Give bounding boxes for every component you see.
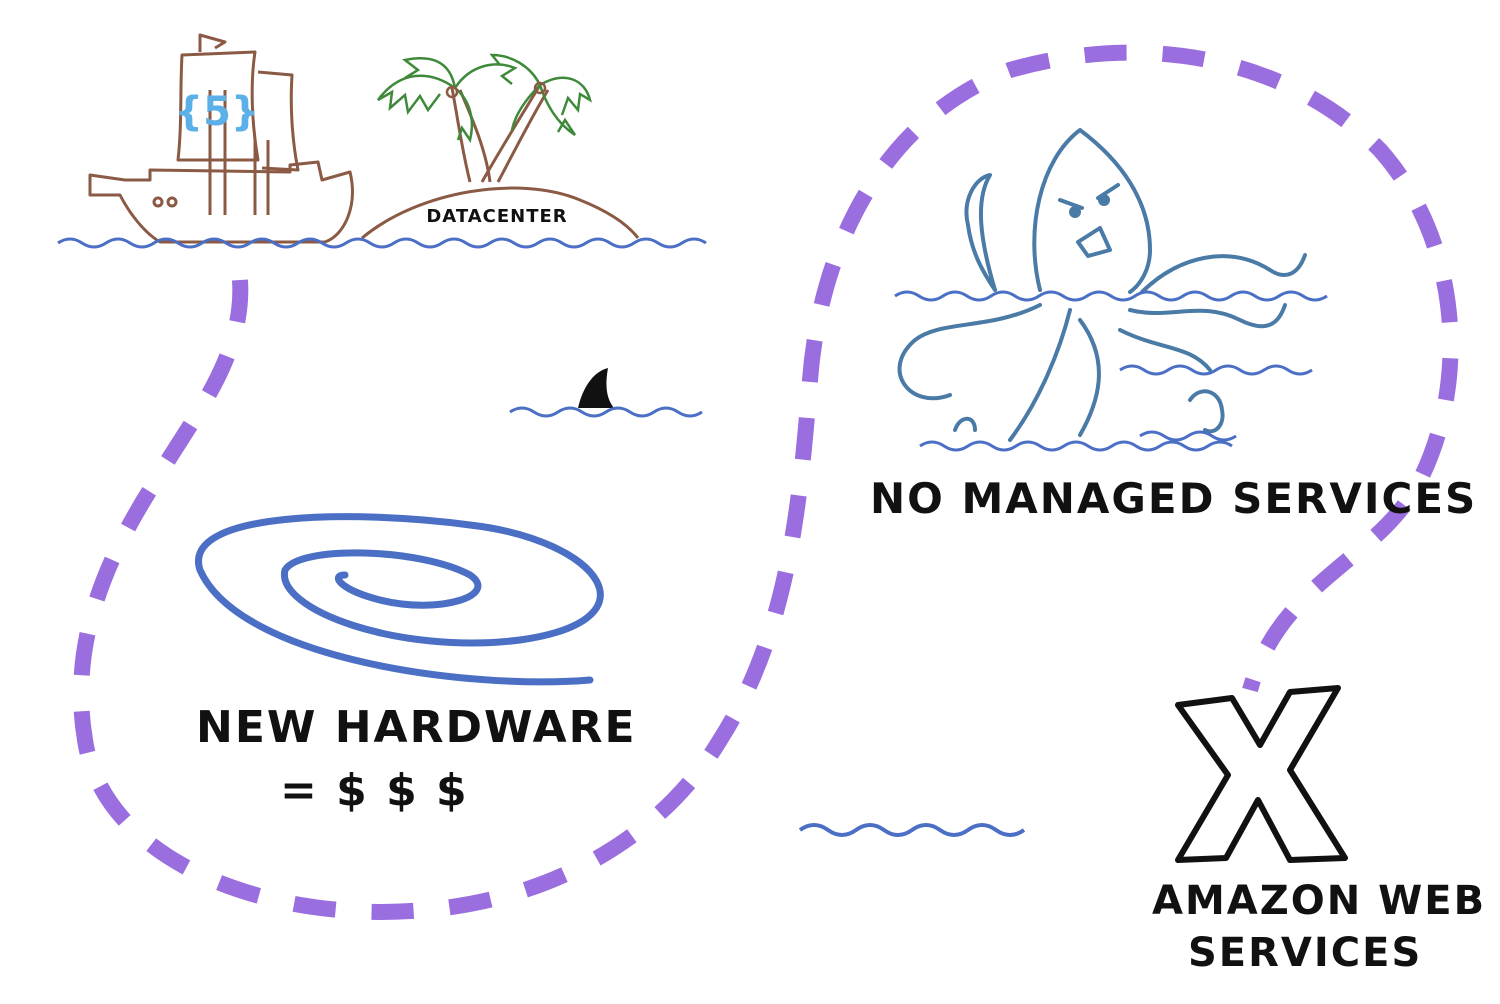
water-wave [57, 237, 707, 249]
water-wave [798, 823, 1026, 837]
no-managed-services-label: NO MANAGED SERVICES [870, 474, 1478, 523]
datacenter-label: DATACENTER [426, 206, 567, 227]
treasure-path [73, 44, 1459, 921]
octopus-icon [897, 128, 1307, 442]
x-mark-icon [1175, 685, 1348, 863]
water-wave [894, 290, 1328, 302]
water-wave [1119, 364, 1313, 376]
sail-badge: {5} [175, 89, 260, 135]
new-hardware-cost-label: = $ $ $ [280, 765, 469, 816]
aws-label-line1: AMAZON WEB [1152, 878, 1487, 924]
water-wave [919, 440, 1233, 452]
new-hardware-label: NEW HARDWARE [196, 702, 637, 753]
whirlpool-icon [195, 513, 604, 686]
water-wave [1139, 430, 1237, 442]
aws-label-line2: SERVICES [1188, 930, 1423, 976]
palm-island-icon [361, 53, 640, 240]
ship-icon [88, 33, 354, 244]
shark-fin-icon [509, 368, 703, 418]
